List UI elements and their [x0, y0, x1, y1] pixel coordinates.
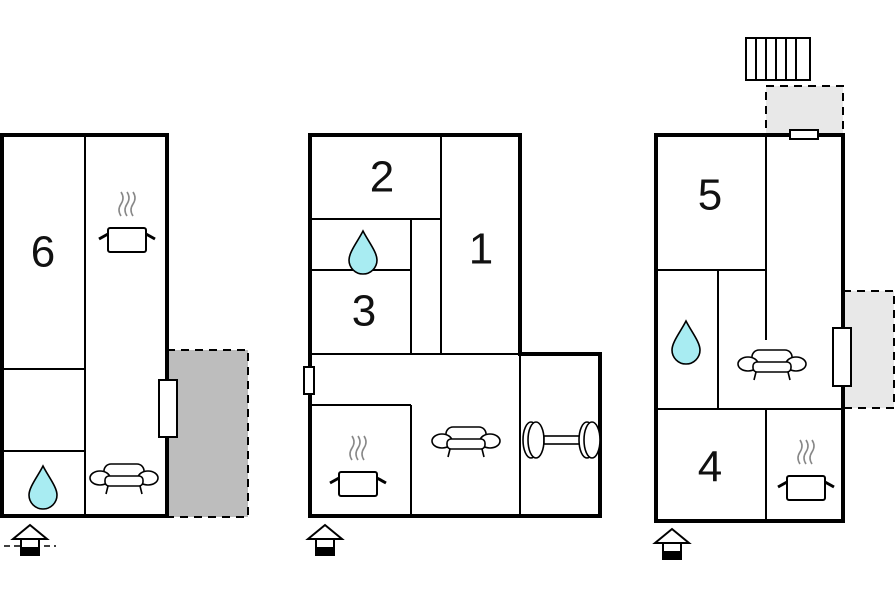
entrance-icon: [12, 524, 48, 556]
entrance-icon: [654, 528, 690, 560]
room-label-1: 1: [469, 225, 493, 274]
room-label-6: 6: [31, 228, 55, 277]
terrace-light-top: [765, 85, 844, 136]
room-label-5: 5: [698, 171, 722, 220]
water-drop-icon: [671, 320, 701, 365]
sofa-icon: [431, 426, 501, 458]
door-icon: [789, 129, 819, 140]
terrace-dark: [166, 349, 249, 518]
sofa-icon: [737, 349, 807, 381]
door-icon: [158, 379, 178, 438]
sofa-icon: [89, 463, 159, 495]
room-label-4: 4: [698, 443, 722, 492]
floor-right: 5 4: [654, 37, 895, 560]
floor-left: 6: [0, 133, 249, 556]
door-icon: [832, 327, 852, 387]
cooking-pot-icon: [776, 438, 836, 502]
dumbbell-icon: [522, 421, 601, 459]
cooking-pot-icon: [97, 190, 157, 254]
room-label-3: 3: [352, 287, 376, 336]
room-label-2: 2: [370, 153, 394, 202]
cooking-pot-icon: [328, 434, 388, 498]
floor-middle: 2 1 3: [303, 133, 602, 556]
entrance-icon: [307, 524, 343, 556]
water-drop-icon: [348, 230, 378, 275]
fence-icon: [745, 37, 811, 81]
door-icon: [303, 366, 315, 395]
water-drop-icon: [28, 465, 58, 510]
